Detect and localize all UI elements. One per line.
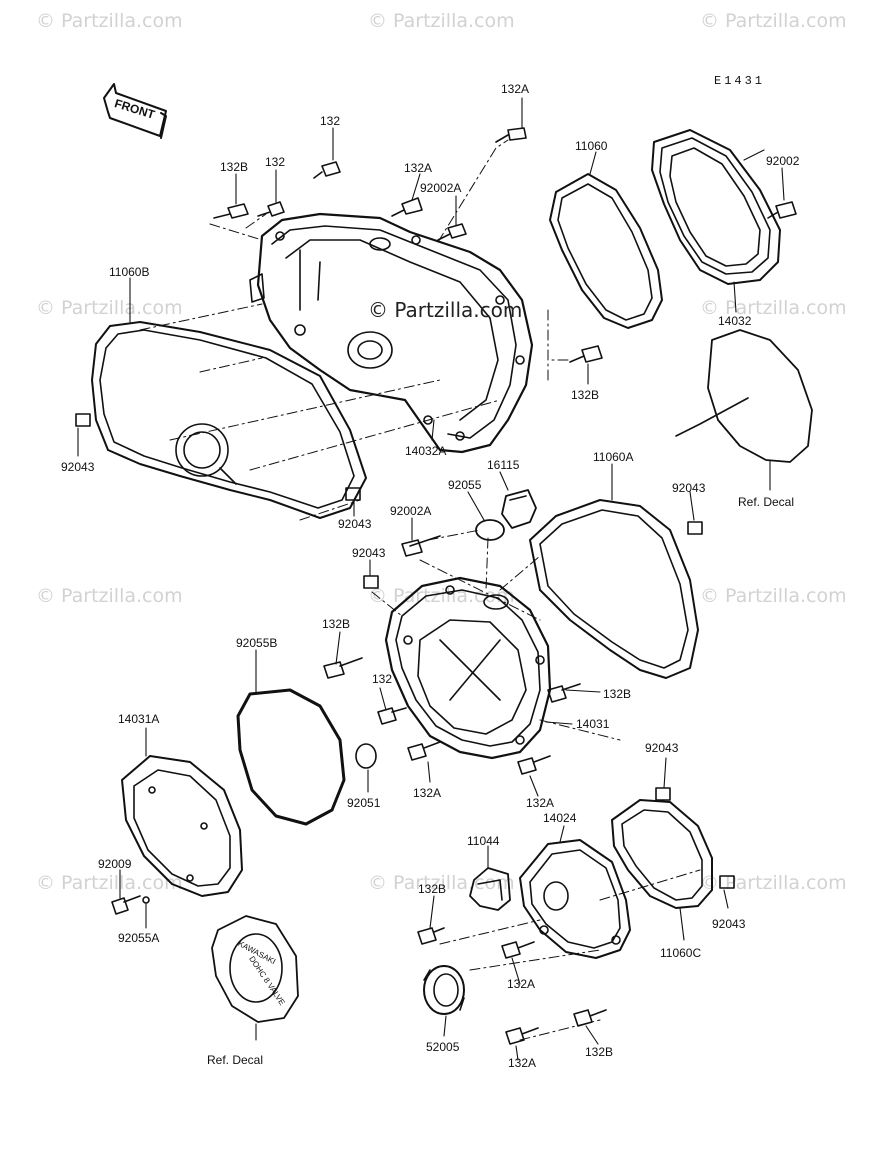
part-label: 92002A [390,504,432,518]
oil-seal-52005 [423,965,465,1015]
diagram-code: E1431 [714,74,766,88]
part-label: 132A [404,161,433,175]
part-label: 92002 [766,154,800,168]
part-label: 14024 [543,811,577,825]
gasket-11060c [611,799,713,909]
cover-14024 [519,839,631,959]
watermark: © Partzilla.com [368,10,515,32]
watermark: © Partzilla.com [700,585,847,607]
ref-decal-bottom [211,915,299,1023]
leader-lines [77,97,785,1061]
part-label: 11060 [575,139,608,153]
part-label: 92055A [118,931,160,945]
part-label: 132B [322,617,351,631]
part-label: 132 [372,672,393,686]
part-label: 11060A [593,450,634,464]
part-label: Ref. Decal [738,495,795,509]
watermark: © Partzilla.com [36,297,183,319]
part-label: 132B [585,1045,614,1059]
ref-decal-top [675,329,813,463]
o-ring-92055 [475,519,505,541]
part-label: 132A [501,82,530,96]
part-label: 14032 [718,314,752,328]
bolt-icon-set [75,127,797,1045]
watermark: © Partzilla.com [36,10,183,32]
front-arrow-icon [103,83,167,139]
part-label: 14031 [576,717,610,731]
center-watermark: © Partzilla.com [368,298,523,322]
part-label: 92043 [61,460,95,474]
part-label: 11044 [467,834,500,848]
part-label: 16115 [487,458,520,472]
crankcase-cover-14032a [249,212,534,454]
part-label: 132A [413,786,442,800]
part-label: 14032A [405,444,447,458]
watermark: © Partzilla.com [700,10,847,32]
bracket-11044 [469,867,511,911]
part-label: 132 [265,155,286,169]
part-label: 92043 [352,546,386,560]
cover-14031a [121,755,243,897]
watermark: © Partzilla.com [700,872,847,894]
part-label: 92043 [712,917,746,931]
part-label: 92051 [347,796,381,810]
part-label: 132B [418,882,447,896]
cover-14032 [651,129,781,285]
part-label: 132B [220,160,249,174]
part-label: 132A [508,1056,537,1070]
watermark: © Partzilla.com [700,297,847,319]
part-label: 132A [526,796,555,810]
watermark: © Partzilla.com [36,872,183,894]
part-label: 92002A [420,181,462,195]
part-label: 92043 [645,741,679,755]
part-label: 92043 [338,517,372,531]
gasket-11060b [91,321,367,519]
part-label: 11060C [660,946,702,960]
clutch-cover-14031 [384,576,552,760]
part-label: 132B [571,388,600,402]
part-label: 92055 [448,478,482,492]
part-label: 132A [507,977,536,991]
part-label: 132 [320,114,341,128]
alignment-lines [139,139,701,1041]
gasket-11060 [549,173,663,329]
gasket-11060a [529,499,699,679]
part-label: 14031A [118,712,160,726]
part-label: 11060B [109,265,150,279]
plug-16115 [501,489,537,529]
part-label: 132B [603,687,632,701]
part-label: Ref. Decal [207,1053,264,1067]
part-label: 92055B [236,636,278,650]
watermark: © Partzilla.com [36,585,183,607]
part-label: 92043 [672,481,706,495]
o-ring-92055b [236,688,346,826]
part-label: 52005 [426,1040,460,1054]
part-label: 92009 [98,857,132,871]
